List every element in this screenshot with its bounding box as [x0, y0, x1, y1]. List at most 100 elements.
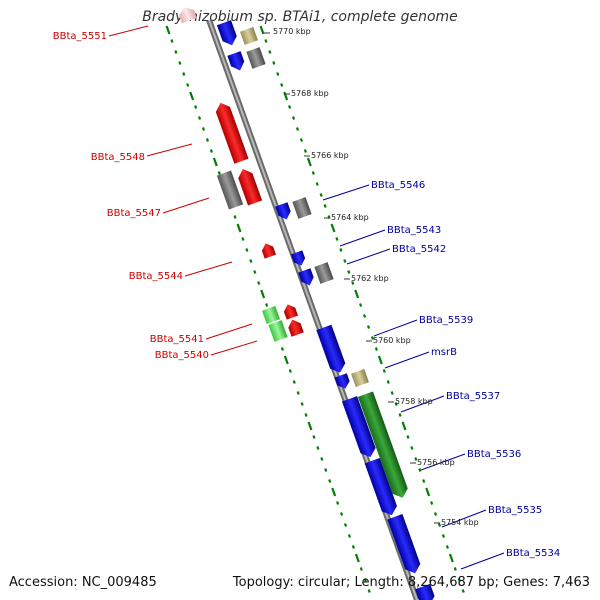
- track-dot: [370, 336, 375, 340]
- track-dot: [283, 91, 289, 101]
- track-dot: [347, 270, 351, 274]
- track-dot: [253, 270, 257, 274]
- accession-text: Accession: NC_009485: [9, 575, 157, 590]
- tick-lines: [264, 32, 440, 524]
- gene-feature: [216, 170, 244, 210]
- track-dot: [382, 369, 386, 373]
- tick-label: 5766 kbp: [311, 151, 349, 160]
- track-dot: [178, 61, 182, 65]
- track-dot: [422, 479, 426, 483]
- gene-label[interactable]: BBta_5537: [446, 391, 500, 402]
- tick-label: 5764 kbp: [331, 213, 369, 222]
- track-dot: [359, 303, 363, 307]
- gene-label[interactable]: BBta_5546: [371, 180, 425, 191]
- tick-labels: 5770 kbp 5768 kbp 5766 kbp 5764 kbp 5762…: [273, 27, 479, 527]
- tick-label: 5768 kbp: [291, 89, 329, 98]
- gene-label[interactable]: BBta_5548: [91, 152, 145, 163]
- track-dot: [241, 237, 245, 241]
- label-leaders: [108, 25, 505, 570]
- track-dot: [343, 259, 347, 263]
- gene-feature: [275, 202, 291, 220]
- track-dot: [448, 553, 454, 563]
- gene-feature: [364, 458, 397, 516]
- track-dot: [288, 105, 292, 109]
- gene-label[interactable]: BBta_5540: [155, 350, 209, 361]
- tick-label: 5758 kbp: [395, 397, 433, 406]
- gene-feature: [216, 20, 237, 46]
- gene-label[interactable]: BBta_5547: [107, 208, 161, 219]
- track-dot: [295, 127, 300, 131]
- gene-label[interactable]: BBta_5542: [392, 244, 446, 255]
- track-dot: [189, 91, 195, 101]
- leader-line: [162, 197, 210, 214]
- gene-label[interactable]: BBta_5551: [53, 31, 107, 42]
- track-dot: [316, 446, 320, 450]
- track-dot: [418, 468, 422, 472]
- track-dot: [331, 487, 337, 497]
- track-dot: [259, 25, 265, 35]
- track-dot: [303, 149, 307, 153]
- gene-feature: [261, 243, 277, 259]
- leader-line: [146, 143, 193, 157]
- leader-line: [460, 552, 505, 570]
- gene-label[interactable]: msrB: [431, 347, 457, 358]
- track-dot: [347, 534, 352, 538]
- track-dot: [315, 182, 319, 186]
- gene-feature: [314, 262, 334, 284]
- track-dot: [362, 314, 367, 318]
- track-dot: [312, 435, 316, 439]
- track-dot: [461, 589, 465, 593]
- gene-feature: [240, 27, 258, 45]
- genome-summary-text: Topology: circular; Length: 8,264,687 bp…: [232, 575, 590, 590]
- track-dot: [437, 523, 442, 527]
- track-dot: [265, 303, 269, 307]
- leader-line: [184, 261, 233, 277]
- track-dot: [306, 157, 312, 167]
- track-dot: [401, 421, 407, 431]
- gene-label[interactable]: BBta_5535: [488, 505, 542, 516]
- right-dotted-track: [259, 25, 465, 593]
- gene-label[interactable]: BBta_5543: [387, 225, 441, 236]
- gene-label[interactable]: BBta_5539: [419, 315, 473, 326]
- gene-feature: [288, 319, 304, 337]
- track-dot: [280, 347, 284, 351]
- gene-label[interactable]: BBta_5536: [467, 449, 521, 460]
- leader-line: [346, 248, 391, 265]
- track-dot: [307, 421, 313, 431]
- gene-label[interactable]: BBta_5544: [129, 271, 183, 282]
- track-dot: [410, 446, 414, 450]
- gene-feature: [334, 373, 350, 389]
- tick-label: 5754 kbp: [441, 518, 479, 527]
- leader-line: [420, 453, 466, 471]
- leader-line: [210, 340, 258, 356]
- tick-label: 5762 kbp: [351, 274, 389, 283]
- track-dot: [339, 248, 343, 252]
- track-dot: [398, 413, 402, 417]
- tick-label: 5756 kbp: [417, 458, 455, 467]
- gene-feature: [292, 197, 312, 219]
- track-dot: [260, 289, 266, 299]
- track-dot: [283, 355, 289, 365]
- gene-feature: [238, 169, 263, 206]
- track-dot: [291, 116, 296, 120]
- track-dot: [197, 116, 202, 120]
- leader-line: [400, 395, 445, 413]
- track-dot: [351, 281, 355, 285]
- track-dot: [280, 83, 284, 87]
- leader-line: [322, 184, 370, 201]
- gene-label[interactable]: BBta_5534: [506, 548, 560, 559]
- track-dot: [249, 259, 253, 263]
- track-dot: [201, 127, 206, 131]
- track-dot: [367, 589, 371, 593]
- track-dot: [441, 534, 446, 538]
- track-dot: [445, 545, 449, 549]
- map-title: Bradyrhizobium sp. BTAi1, complete genom…: [142, 9, 458, 25]
- gene-label[interactable]: BBta_5541: [150, 334, 204, 345]
- track-dot: [374, 347, 378, 351]
- track-dot: [354, 289, 360, 299]
- backbone: [206, 18, 420, 600]
- track-dot: [217, 171, 221, 175]
- track-dot: [351, 545, 355, 549]
- leader-line: [373, 319, 418, 337]
